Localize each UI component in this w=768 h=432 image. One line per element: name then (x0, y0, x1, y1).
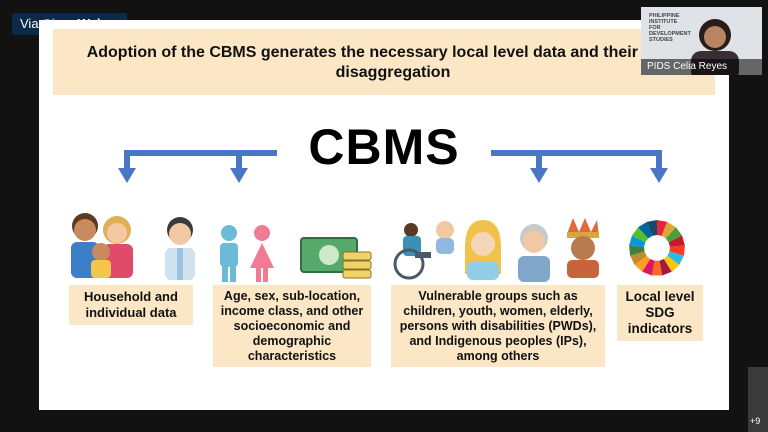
institute-logo-text: PHILIPPINE INSTITUTE FOR DEVELOPMENT STU… (649, 13, 691, 43)
sdg-wheel-segment (629, 235, 646, 247)
box-household: Household and individual data (69, 285, 193, 325)
box-demographics-text: Age, sex, sub-location, income class, an… (220, 289, 364, 363)
more-participants-count[interactable]: +9 (750, 416, 761, 426)
box-demographics: Age, sex, sub-location, income class, an… (213, 285, 371, 367)
sdg-wheel-segment (665, 227, 683, 243)
shared-slide: Adoption of the CBMS generates the neces… (39, 20, 729, 410)
sdg-wheel-segment (630, 251, 647, 265)
webex-via-text: Via (20, 16, 43, 31)
sdg-wheel-segment (646, 220, 657, 236)
slide-title: Adoption of the CBMS generates the neces… (86, 44, 700, 81)
male-icon (220, 225, 238, 282)
sdg-wheel-segment (631, 227, 649, 243)
wheelchair-icon (393, 223, 431, 280)
female-icon (250, 225, 274, 282)
box-vulnerable-text: Vulnerable groups such as children, yout… (399, 289, 597, 363)
arrow-head-2 (230, 168, 248, 183)
sdg-wheel-segment (669, 245, 685, 256)
participant-video-tile[interactable]: PHILIPPINE INSTITUTE FOR DEVELOPMENT STU… (641, 7, 762, 75)
sdg-wheel-segment (661, 221, 676, 239)
arrow-head-4 (650, 168, 668, 183)
box-sdg: Local level SDG indicators (617, 285, 703, 341)
more-participants-tile[interactable] (748, 367, 768, 432)
sdg-wheel-segment (638, 221, 653, 239)
title-band: Adoption of the CBMS generates the neces… (53, 29, 715, 95)
sdg-wheel-segment (657, 220, 668, 236)
sdg-wheel-icon (629, 220, 685, 276)
box-sdg-text: Local level SDG indicators (625, 289, 695, 336)
box-vulnerable: Vulnerable groups such as children, yout… (391, 285, 605, 367)
cbms-heading: CBMS (308, 119, 460, 175)
sdg-wheel-segment (634, 255, 651, 272)
sdg-wheel-segment (651, 260, 663, 276)
left-arrow-line-1 (124, 150, 277, 170)
sdg-wheel-segment (629, 245, 645, 256)
sdg-wheel-segment (668, 235, 685, 247)
sdg-wheel-segment (659, 259, 672, 276)
arrow-head-3 (530, 168, 548, 183)
participant-name: PIDS Celia Reyes (641, 59, 762, 75)
person-icon (165, 217, 195, 280)
family-icon (71, 213, 133, 278)
left-arrows (118, 150, 668, 183)
sdg-wheel-segment (663, 255, 680, 272)
sdg-wheel-segment (667, 251, 684, 265)
box-household-text: Household and individual data (84, 289, 178, 320)
right-arrow-line-1 (491, 150, 662, 170)
woman-icon (465, 220, 501, 280)
indigenous-person-icon (567, 218, 599, 278)
elderly-icon (518, 224, 550, 282)
arrow-head-1 (118, 168, 136, 183)
money-icon (300, 237, 372, 279)
baby-icon (436, 221, 454, 254)
sdg-wheel-segment (642, 259, 655, 276)
